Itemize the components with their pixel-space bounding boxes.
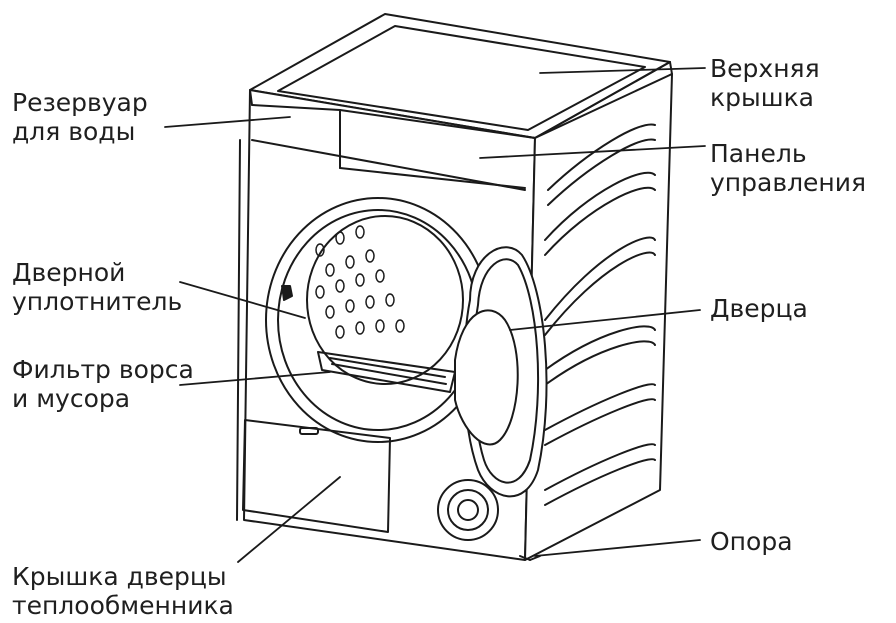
- label-foot-line1: Опора: [710, 527, 793, 556]
- leader-lint-filter: [179, 371, 331, 386]
- leader-top-cover: [539, 67, 706, 74]
- leader-door: [509, 309, 701, 331]
- door: [454, 246, 548, 498]
- label-lint-filter-line1: Фильтр ворса: [12, 355, 194, 384]
- leader-door-seal: [179, 281, 306, 319]
- side-panel: [524, 73, 673, 561]
- label-lint-filter-line2: и мусора: [12, 384, 131, 413]
- leader-heat-exchanger: [237, 476, 341, 563]
- lint-filter: [317, 351, 456, 393]
- drum-holes: [315, 225, 405, 339]
- label-heat-exchanger-line2: теплообменника: [12, 591, 234, 620]
- label-door-seal-line2: уплотнитель: [12, 287, 183, 316]
- door-lock-icon: [281, 285, 293, 301]
- label-foot: Опора: [710, 527, 793, 556]
- label-door: Дверца: [710, 294, 808, 323]
- label-control-panel-line1: Панель: [710, 139, 807, 168]
- leader-lines: [164, 67, 706, 563]
- vent-grille: [437, 479, 499, 541]
- label-top-cover-line1: Верхняя: [710, 54, 820, 83]
- label-reservoir-line2: для воды: [12, 117, 136, 146]
- label-reservoir-line1: Резервуар: [12, 88, 148, 117]
- leader-foot: [534, 539, 701, 557]
- label-control-panel-line2: управления: [710, 168, 867, 197]
- heat-exchanger-cover: [242, 419, 391, 533]
- label-top-cover-line2: крышка: [710, 83, 815, 112]
- label-reservoir: Резервуар для воды: [12, 88, 148, 146]
- label-door-line1: Дверца: [710, 294, 808, 323]
- label-heat-exchanger-cover: Крышка дверцы теплообменника: [12, 562, 234, 620]
- label-heat-exchanger-line1: Крышка дверцы: [12, 562, 227, 591]
- label-lint-filter: Фильтр ворса и мусора: [12, 355, 194, 413]
- label-top-cover: Верхняя крышка: [710, 54, 820, 112]
- leader-reservoir: [164, 116, 291, 128]
- foot: [519, 555, 541, 561]
- leader-control-panel: [479, 145, 706, 159]
- dryer-body: [236, 89, 536, 561]
- label-door-seal-line1: Дверной: [12, 258, 126, 287]
- label-door-seal: Дверной уплотнитель: [12, 258, 182, 316]
- label-control-panel: Панель управления: [710, 139, 866, 197]
